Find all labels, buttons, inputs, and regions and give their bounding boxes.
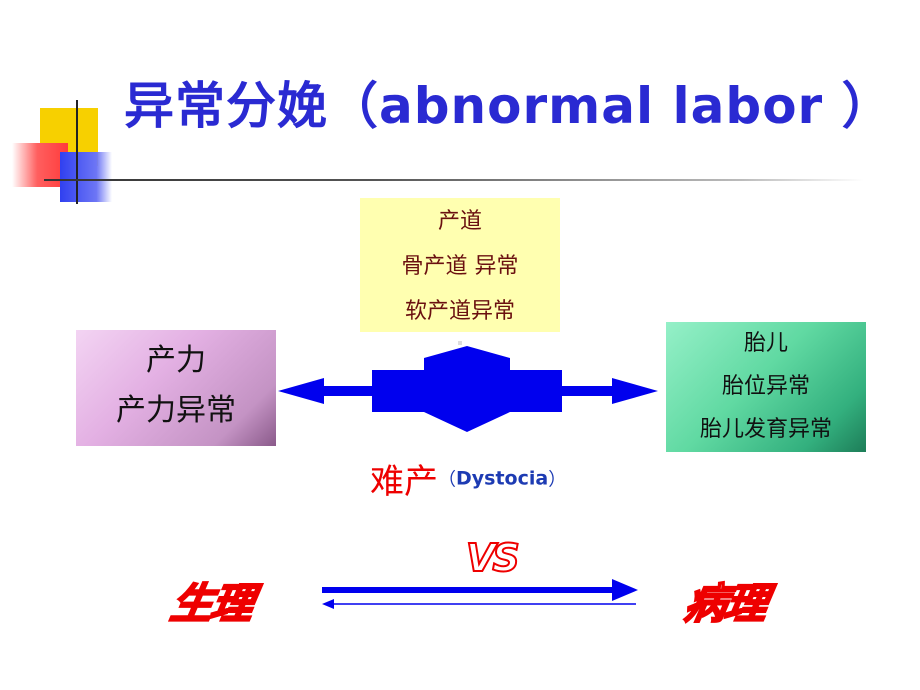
soft-canal-abnormal: 软产道异常 [404,299,515,324]
fetal-development-abnormal: 胎儿发育异常 [699,417,832,442]
fetus-title: 胎儿 [743,331,788,356]
arrow-head-left [278,378,324,404]
cross-arrow [278,346,658,432]
dystocia-chinese: 难产 [370,462,438,502]
paren-close: ） [548,469,567,491]
arrow-head-right [612,378,658,404]
pathology-word: 病理 [680,578,771,629]
logo-vertical-line [76,100,78,204]
vs-label: VS [465,535,521,581]
arrow-horizontal-body [372,370,562,412]
small-dot [458,341,462,345]
paren-open: （ [438,469,456,491]
arrow-head-up [424,346,510,358]
birth-canal-box: 产道 骨产道 异常 软产道异常 [360,198,560,332]
bony-canal-abnormal: 骨产道 异常 [401,254,519,279]
slide-title: 异常分娩（abnormal labor ） [124,77,893,135]
fetal-position-abnormal: 胎位异常 [721,374,810,399]
arrow-right-shaft [560,386,618,396]
labor-force-box: 产力 产力异常 [76,330,276,446]
labor-force-abnormal: 产力异常 [116,393,236,428]
labor-force-title: 产力 [146,343,206,378]
arrow-head-down [424,412,510,432]
dystocia-english: Dystocia [456,467,549,490]
arrow-left-shaft [318,386,374,396]
logo-square-blue [60,152,112,202]
physiology-word: 生理 [166,578,257,629]
backward-arrow-head [322,599,334,609]
fetus-box: 胎儿 胎位异常 胎儿发育异常 [666,322,866,452]
forward-arrow-shaft [322,587,618,593]
forward-arrow-head [612,579,638,601]
birth-canal-title: 产道 [437,209,482,234]
physio-patho-arrows [322,579,638,609]
dystocia-label: 难产（Dystocia） [370,454,566,503]
title-underline [44,179,864,181]
